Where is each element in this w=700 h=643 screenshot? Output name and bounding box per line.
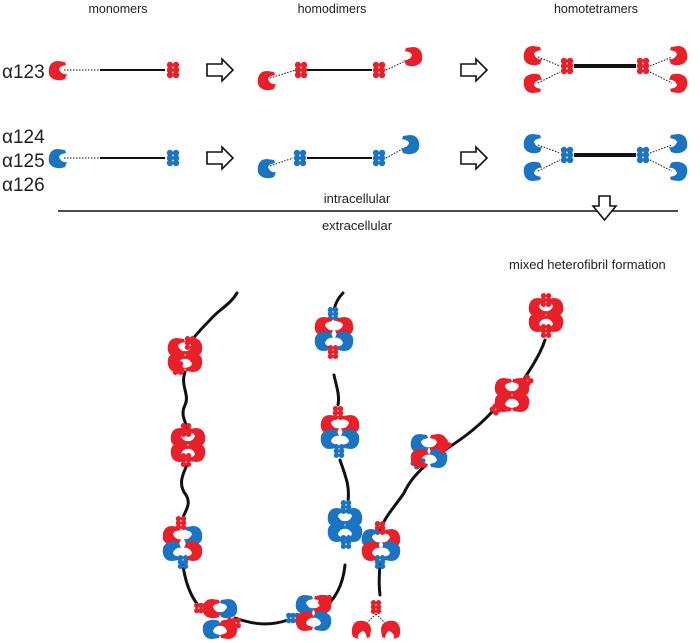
header-homodimers: homodimers xyxy=(298,2,367,16)
fibril-node-blue xyxy=(328,500,362,549)
fibril-node-red xyxy=(168,336,202,375)
blue-homotetramer xyxy=(523,134,688,181)
fibril-node-red xyxy=(488,373,535,417)
fibril-terminal-red xyxy=(351,600,401,639)
blue-monomer xyxy=(48,149,180,169)
arrow-icon xyxy=(206,145,235,171)
red-homodimer xyxy=(257,47,423,91)
fibril-node-mixed xyxy=(409,434,453,471)
extracellular-label: extracellular xyxy=(322,218,393,233)
arrow-icon xyxy=(460,145,489,171)
isoform-label-a126: α126 xyxy=(2,175,45,196)
blue-homodimer xyxy=(257,135,420,179)
isoform-label-a125: α125 xyxy=(2,151,45,172)
fibril-node-mixed xyxy=(320,406,360,458)
arrow-icon xyxy=(206,57,235,83)
header-monomers: monomers xyxy=(88,2,147,16)
fibril-node-mixed xyxy=(162,516,203,569)
fibril-node-red xyxy=(171,423,205,467)
heterofibril-chain xyxy=(180,291,547,626)
fibril-node-mixed xyxy=(361,521,401,569)
red-homotetramer xyxy=(523,46,688,93)
fibril-node-mixed xyxy=(194,599,241,639)
red-monomer xyxy=(48,61,180,81)
header-homotetramers: homotetramers xyxy=(554,2,638,16)
isoform-label-a123: α123 xyxy=(2,62,45,83)
fibril-label: mixed heterofibril formation xyxy=(509,257,666,272)
arrow-icon xyxy=(460,57,489,83)
isoform-label-a124: α124 xyxy=(2,127,45,148)
down-arrow-icon xyxy=(591,195,618,222)
fibril-node-mixed xyxy=(314,307,354,359)
fibril-node-mixed xyxy=(286,594,332,631)
fibril-node-red xyxy=(529,293,563,338)
intracellular-label: intracellular xyxy=(324,191,391,206)
